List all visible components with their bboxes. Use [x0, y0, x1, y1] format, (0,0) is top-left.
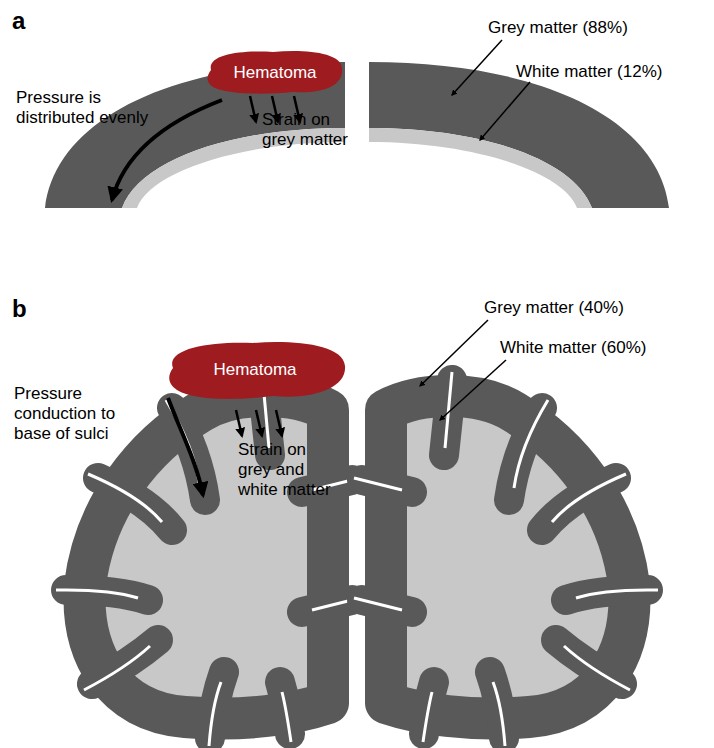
hematoma-text-holder: Hematoma [203, 48, 347, 98]
hematoma-label: Hematoma [233, 63, 316, 83]
leader-lines-b [420, 320, 506, 420]
tissue-label: Grey matter (40%) [484, 298, 684, 318]
panel-letter: b [12, 296, 42, 322]
gyrated-cortex-right [354, 372, 658, 746]
strain-note: Strain on grey and white matter [238, 440, 338, 500]
panel-letter: a [12, 8, 42, 34]
hematoma-blob: Hematoma [203, 48, 347, 98]
tissue-label: Grey matter (88%) [488, 18, 688, 38]
pressure-note: Pressure conduction to base of sulci [14, 384, 154, 444]
hematoma-text-holder: Hematoma [163, 338, 347, 402]
tissue-label: White matter (12%) [516, 62, 706, 82]
tissue-label: White matter (60%) [500, 338, 700, 358]
hematoma-blob: Hematoma [163, 338, 347, 402]
hematoma-label: Hematoma [213, 360, 296, 380]
leader-lines-a [452, 40, 530, 140]
pressure-note: Pressure is distributed evenly [16, 88, 156, 128]
smooth-cortex-right [369, 62, 669, 208]
strain-note: Strain on grey matter [262, 110, 367, 150]
